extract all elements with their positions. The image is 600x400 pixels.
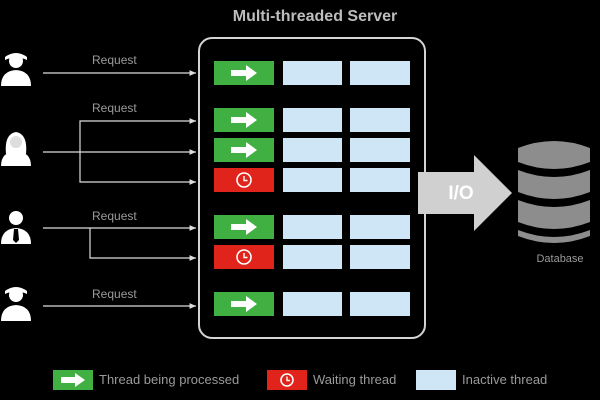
request-label: Request	[92, 53, 137, 67]
thread-row	[214, 138, 410, 162]
thread-row	[214, 61, 410, 85]
arrow-right-icon	[231, 112, 257, 128]
thread-row	[214, 245, 410, 269]
request-arrow	[79, 118, 196, 152]
legend-label-inactive: Inactive thread	[462, 372, 548, 387]
arrow-right-icon	[231, 219, 257, 235]
request-arrow	[89, 228, 196, 261]
legend-label-processed: Thread being processed	[99, 372, 240, 387]
inactive-cell	[283, 61, 342, 85]
businessman-user-icon	[1, 211, 31, 244]
thread-row	[214, 292, 410, 316]
thread-row	[214, 168, 410, 192]
inactive-cell	[350, 61, 410, 85]
female-user-icon	[1, 132, 31, 166]
inactive-cell	[350, 168, 410, 192]
diagram-title: Multi-threaded Server	[232, 8, 398, 25]
inactive-cell	[283, 215, 342, 239]
arrow-right-icon	[231, 65, 257, 81]
thread-row	[214, 215, 410, 239]
io-label: I/O	[448, 183, 474, 204]
inactive-cell	[350, 138, 410, 162]
legend-swatch-processed	[53, 370, 93, 390]
inactive-cell	[350, 108, 410, 132]
inactive-cell	[283, 292, 342, 316]
inactive-cell	[283, 168, 342, 192]
request-arrow	[79, 152, 196, 185]
inactive-cell	[350, 215, 410, 239]
thread-row	[214, 108, 410, 132]
male-user-icon	[1, 287, 31, 321]
inactive-cell	[283, 245, 342, 269]
request-label: Request	[92, 287, 137, 301]
arrow-right-icon	[231, 142, 257, 158]
io-arrow	[418, 155, 512, 231]
inactive-cell	[283, 108, 342, 132]
request-connectors	[43, 70, 196, 309]
male-user-icon	[1, 53, 31, 86]
legend-swatch-waiting	[267, 370, 307, 390]
arrow-right-icon	[231, 296, 257, 312]
legend-swatch-inactive	[416, 370, 456, 390]
clock-icon	[236, 172, 252, 188]
database-icon	[518, 141, 590, 243]
clock-icon	[236, 249, 252, 265]
request-label: Request	[92, 209, 137, 223]
legend-label-waiting: Waiting thread	[313, 372, 397, 387]
database-label: Database	[536, 253, 584, 265]
inactive-cell	[350, 292, 410, 316]
inactive-cell	[350, 245, 410, 269]
inactive-cell	[283, 138, 342, 162]
request-label: Request	[92, 101, 137, 115]
thread-rows	[214, 61, 410, 316]
